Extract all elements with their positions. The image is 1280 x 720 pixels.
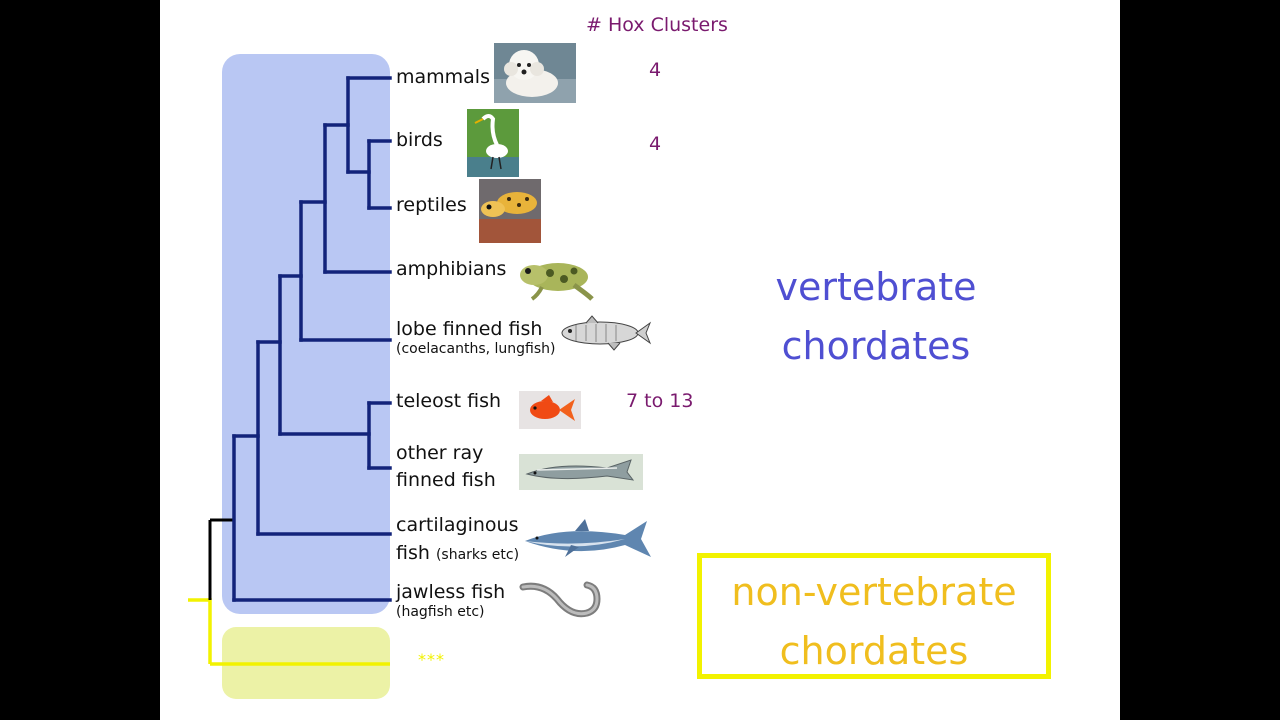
taxon-name: jawless fish [396, 581, 506, 603]
taxon-label-teleost-fish: teleost fish [396, 390, 502, 412]
taxon-name-line1: cartilaginous [396, 514, 519, 536]
taxon-label-lobe-finned-fish: lobe finned fish (coelacanths, lungfish) [396, 318, 555, 358]
vertebrate-branches [232, 76, 392, 602]
taxon-label-amphibians: amphibians [396, 258, 507, 280]
hox-clusters-heading: # Hox Clusters [586, 14, 728, 36]
taxon-note: (sharks etc) [435, 547, 520, 563]
dog-photo [494, 43, 576, 103]
hox-count-birds: 4 [649, 133, 662, 155]
taxon-note: (coelacanths, lungfish) [396, 340, 556, 357]
taxon-name-line1: other ray [396, 442, 484, 464]
shark-illustration [525, 519, 651, 557]
vertebrate-word: vertebrate [775, 265, 977, 309]
chordates-word: chordates [779, 628, 969, 673]
taxon-label-jawless-fish: jawless fish (hagfish etc) [396, 581, 505, 621]
vertebrate-chordates-label: vertebrate chordates [726, 258, 1026, 376]
nonvertebrate-branch [188, 598, 390, 666]
gecko-photo [479, 179, 541, 243]
slide: # Hox Clusters mammals birds reptiles am… [160, 0, 1120, 720]
taxon-name-line2: fish [396, 542, 430, 564]
sturgeon-illustration [519, 454, 643, 490]
coelacanth-illustration [561, 315, 652, 351]
taxon-name: lobe finned fish [396, 318, 543, 340]
frog-illustration [520, 263, 594, 301]
vertebrate-clade-box [222, 54, 390, 614]
taxon-label-birds: birds [396, 129, 443, 151]
hox-count-mammals: 4 [649, 59, 662, 81]
root-branch [208, 518, 234, 600]
taxon-label-mammals: mammals [396, 66, 490, 88]
non-vertebrate-word: non-vertebrate [731, 570, 1017, 614]
hagfish-illustration [519, 581, 601, 618]
nonvertebrate-chordates-box [697, 553, 1051, 679]
phylogenetic-tree [188, 54, 392, 699]
chordates-word: chordates [781, 323, 971, 368]
taxon-label-other-ray-finned-fish: other ray finned fish [396, 440, 496, 494]
goldfish-illustration [519, 391, 581, 429]
hox-count-teleost: 7 to 13 [626, 390, 694, 412]
egret-photo [467, 109, 519, 177]
taxon-name-line2: finned fish [396, 469, 496, 491]
nonvertebrate-chordates-label: non-vertebrate chordates [697, 563, 1051, 681]
taxon-label-reptiles: reptiles [396, 194, 467, 216]
taxon-label-cartilaginous-fish: cartilaginous fish (sharks etc) [396, 511, 519, 569]
taxon-note: (hagfish etc) [396, 603, 485, 620]
nonvertebrate-placeholder: *** [418, 650, 445, 669]
